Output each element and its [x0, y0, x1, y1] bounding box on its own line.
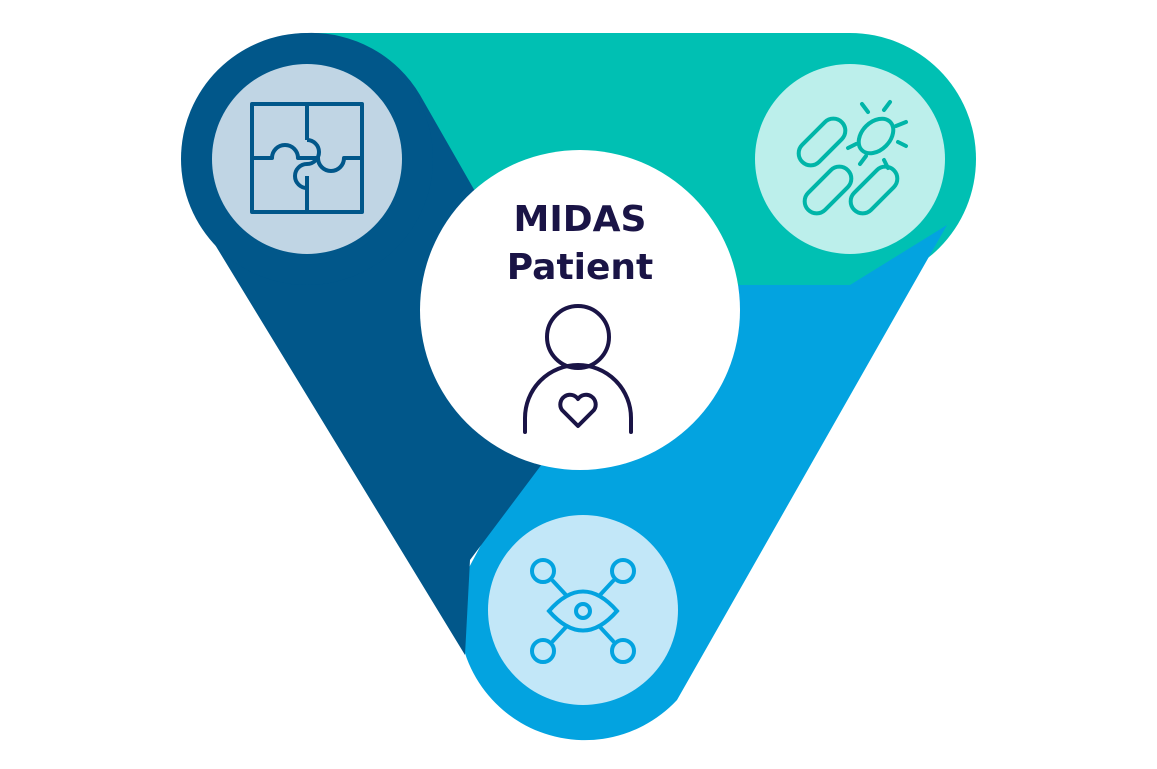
center-title-line1: MIDAS — [513, 199, 647, 240]
center-circle — [420, 150, 740, 470]
center-title: MIDAS Patient — [430, 196, 730, 292]
eye-network-icon — [530, 558, 636, 664]
center-title-line2: Patient — [506, 247, 654, 288]
puzzle-icon — [250, 102, 364, 214]
node-bottom — [488, 515, 678, 705]
node-top-right — [755, 64, 945, 254]
bacteria-icon — [796, 100, 908, 216]
node-top-left — [212, 64, 402, 254]
patient-heart-icon — [523, 304, 633, 434]
